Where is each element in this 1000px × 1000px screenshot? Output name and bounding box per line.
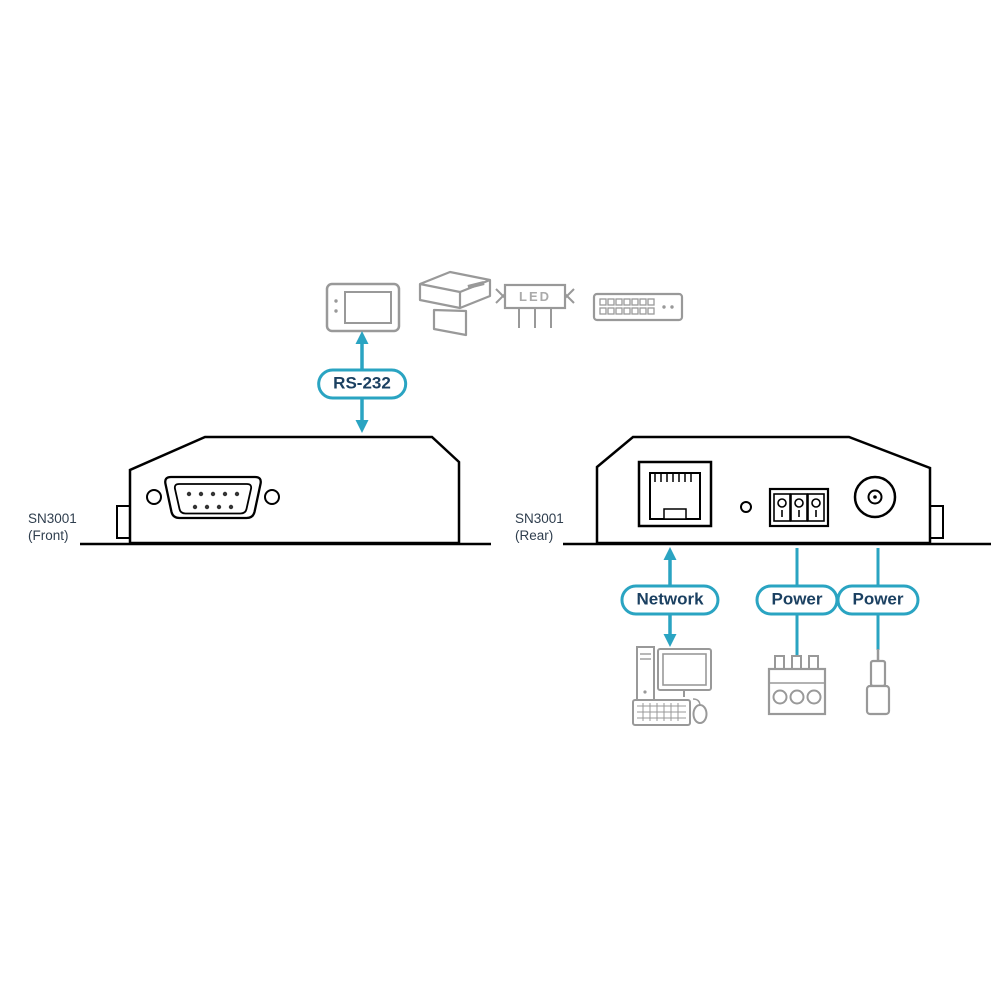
computer-icon — [632, 646, 712, 726]
terminal-block-power — [768, 487, 830, 528]
status-led — [740, 501, 752, 513]
rs232-label-pill: RS-232 — [317, 368, 407, 400]
db9-screw-right — [264, 489, 280, 505]
rear-device-sub: (Rear) — [515, 527, 554, 543]
barcode-scanner-icon — [418, 270, 492, 337]
front-device-label: SN3001 (Front) — [28, 511, 77, 545]
db9-screw-left — [146, 489, 162, 505]
network-label-pill: Network — [620, 584, 720, 616]
rj45-network-port — [637, 460, 713, 528]
front-device-sub: (Front) — [28, 527, 69, 543]
power-label-pill-dc: Power — [836, 584, 920, 616]
dc-jack-power — [853, 475, 897, 519]
front-device — [80, 435, 491, 546]
rear-device-label: SN3001 (Rear) — [515, 511, 564, 545]
serial-device-icon — [592, 292, 684, 322]
led-display-icon: LED — [495, 283, 575, 328]
db9-serial-port — [146, 475, 280, 520]
led-sign-text: LED — [519, 289, 551, 304]
rear-device — [563, 435, 991, 546]
dc-power-plug-icon — [865, 649, 891, 716]
power-label-pill-terminal: Power — [755, 584, 839, 616]
hmi-panel-icon — [325, 282, 401, 333]
rear-device-name: SN3001 — [515, 511, 564, 526]
front-device-name: SN3001 — [28, 511, 77, 526]
terminal-block-plug-icon — [767, 655, 827, 716]
